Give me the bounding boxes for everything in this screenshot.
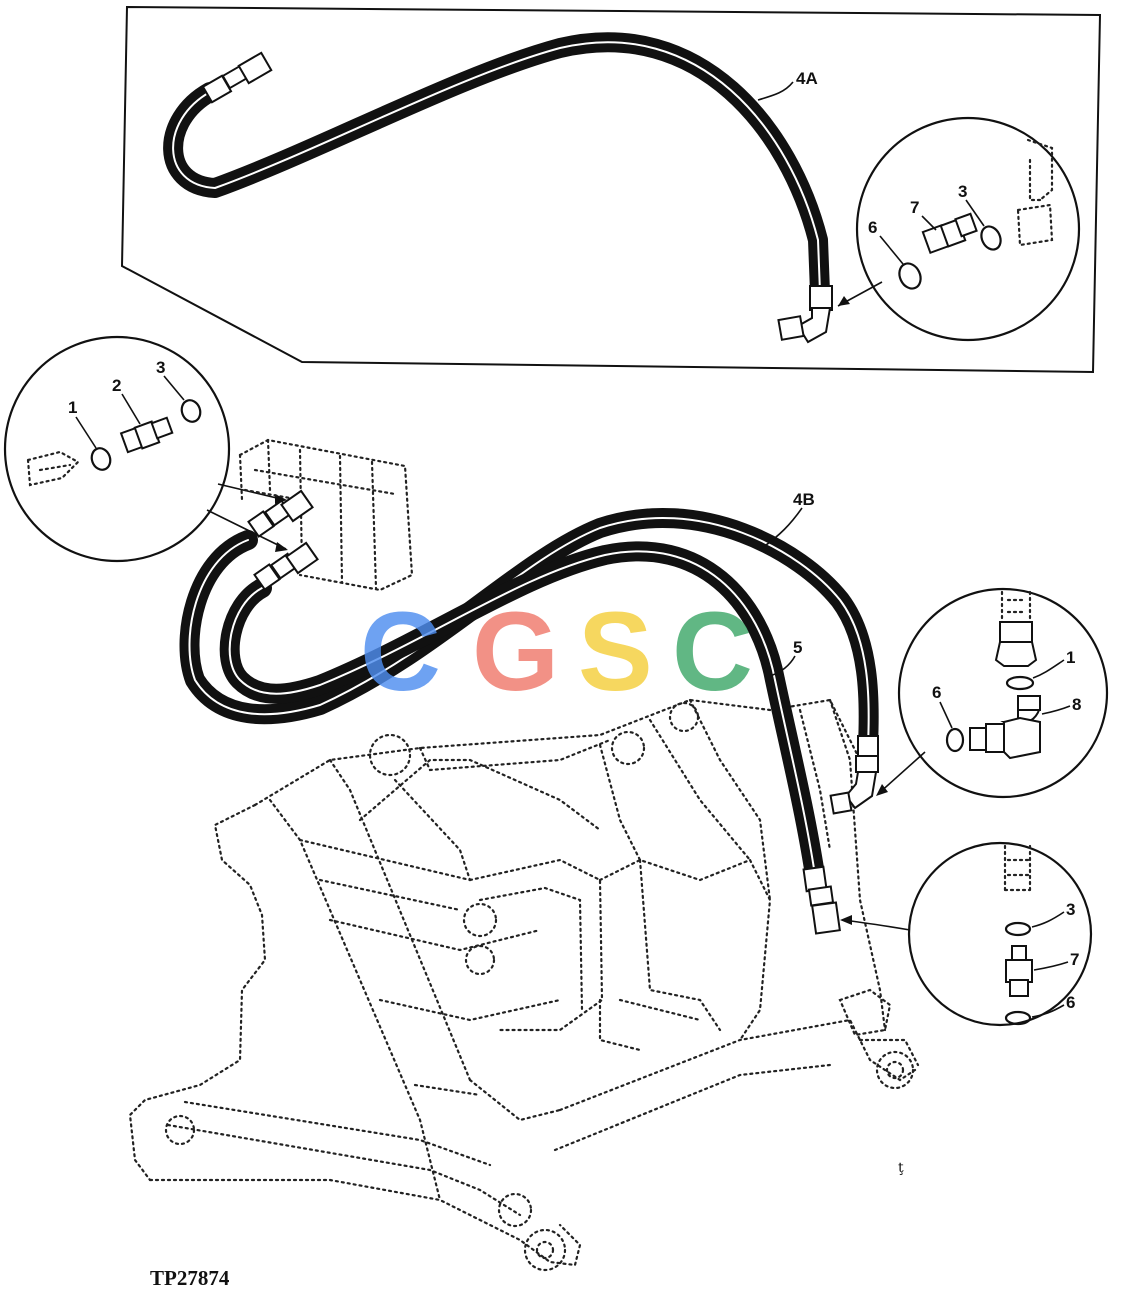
watermark-letter-g: G	[472, 589, 559, 714]
elbow-fitting-8-icon	[969, 695, 1041, 760]
detail-circle-valve-end: 1 2 3	[3, 335, 231, 563]
hose-5	[219, 541, 825, 885]
callout-ru-6: 6	[932, 683, 941, 702]
callout-5: 5	[793, 638, 802, 657]
callout-top-7: 7	[910, 198, 919, 217]
adapter-fitting-7-icon	[1005, 945, 1033, 997]
hose-end-detail-icon	[994, 590, 1038, 667]
callout-rl-3: 3	[1066, 900, 1075, 919]
hose-4a-elbow-fitting	[777, 285, 833, 344]
o-ring-1-icon	[90, 447, 112, 471]
callout-top-6: 6	[868, 218, 877, 237]
hose-4b-valve-fitting	[247, 489, 314, 538]
o-ring-1-icon	[1005, 675, 1035, 691]
o-ring-6-icon	[1004, 1010, 1032, 1026]
callout-ru-1: 1	[1066, 648, 1075, 667]
o-ring-6-icon	[898, 262, 922, 290]
o-ring-6-icon	[945, 727, 965, 753]
hose-4a-top-fitting	[201, 51, 273, 104]
o-ring-3-icon	[980, 225, 1002, 251]
machine-frame-outline	[128, 698, 920, 1272]
callout-ru-8: 8	[1072, 695, 1081, 714]
adapter-fitting-7-icon	[921, 212, 978, 255]
hose-5-valve-fitting	[253, 541, 319, 591]
callout-4a: 4A	[796, 69, 818, 88]
adapter-fitting-2-icon	[119, 416, 174, 454]
callout-left-3: 3	[156, 358, 165, 377]
callout-rl-6: 6	[1066, 993, 1075, 1012]
watermark: C G S C	[360, 589, 753, 714]
callout-4b: 4B	[793, 490, 815, 509]
stray-mark: ţ	[898, 1160, 904, 1176]
watermark-letter-c2: C	[672, 589, 753, 714]
detail-circle-5-end: 3 7 6	[907, 841, 1093, 1027]
hose-4a	[163, 32, 830, 302]
detail-circle-4b-end: 1 6 8	[897, 587, 1109, 799]
control-valve-outline	[238, 438, 414, 592]
detail-circle-4a-end: 6 7 3	[855, 116, 1081, 342]
figure-id: TP27874	[150, 1266, 230, 1290]
callout-left-2: 2	[112, 376, 121, 395]
o-ring-3-icon	[1004, 921, 1032, 937]
inset-panel-4a	[120, 5, 1102, 374]
hose-4b-elbow-fitting	[829, 735, 879, 815]
watermark-letter-s: S	[578, 589, 653, 714]
callout-left-1: 1	[68, 398, 77, 417]
o-ring-3-icon	[180, 399, 202, 423]
callout-rl-7: 7	[1070, 950, 1079, 969]
watermark-letter-c1: C	[360, 589, 441, 714]
callout-top-3: 3	[958, 182, 967, 201]
hose-5-end-fitting	[802, 865, 841, 935]
